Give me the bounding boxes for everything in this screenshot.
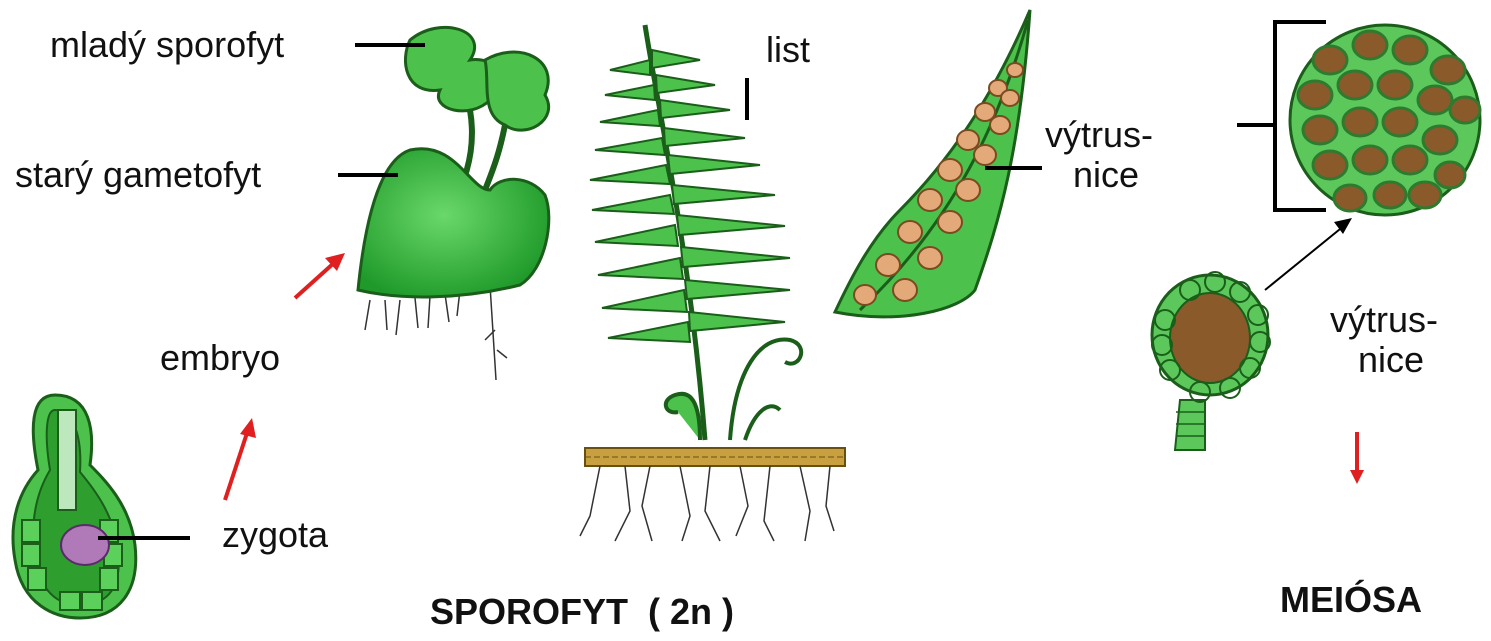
label-vytrusnice-1-line2: nice xyxy=(1045,155,1153,195)
label-vytrusnice-2-line1: výtrus- xyxy=(1330,300,1438,340)
fern-frond-illustration xyxy=(580,25,845,541)
label-vytrusnice-1-line1: výtrus- xyxy=(1045,115,1153,155)
label-list: list xyxy=(766,30,810,70)
label-vytrusnice-2: výtrus- nice xyxy=(1330,300,1438,380)
arrow-embryo-upper xyxy=(295,253,345,298)
label-vytrusnice-2-line2: nice xyxy=(1330,340,1438,380)
sorus-cluster-illustration xyxy=(1290,25,1480,215)
gametophyte-illustration xyxy=(358,27,549,380)
label-mlady-sporofyt: mladý sporofyt xyxy=(50,25,284,65)
archegonium-illustration xyxy=(13,395,136,618)
label-embryo: embryo xyxy=(160,338,280,378)
caption-sporofyt: SPOROFYT ( 2n ) xyxy=(430,592,734,632)
label-stary-gametofyt: starý gametofyt xyxy=(15,155,261,195)
arrow-meiosa-down xyxy=(1350,432,1364,484)
fertile-pinna-illustration xyxy=(835,10,1030,317)
arrow-sporangium-to-sorus xyxy=(1265,218,1352,290)
label-zygota: zygota xyxy=(222,515,328,555)
caption-meiosa: MEIÓSA xyxy=(1280,580,1422,620)
arrow-embryo-lower xyxy=(225,418,256,500)
label-vytrusnice-1: výtrus- nice xyxy=(1045,115,1153,195)
sporangium-illustration xyxy=(1152,272,1270,450)
